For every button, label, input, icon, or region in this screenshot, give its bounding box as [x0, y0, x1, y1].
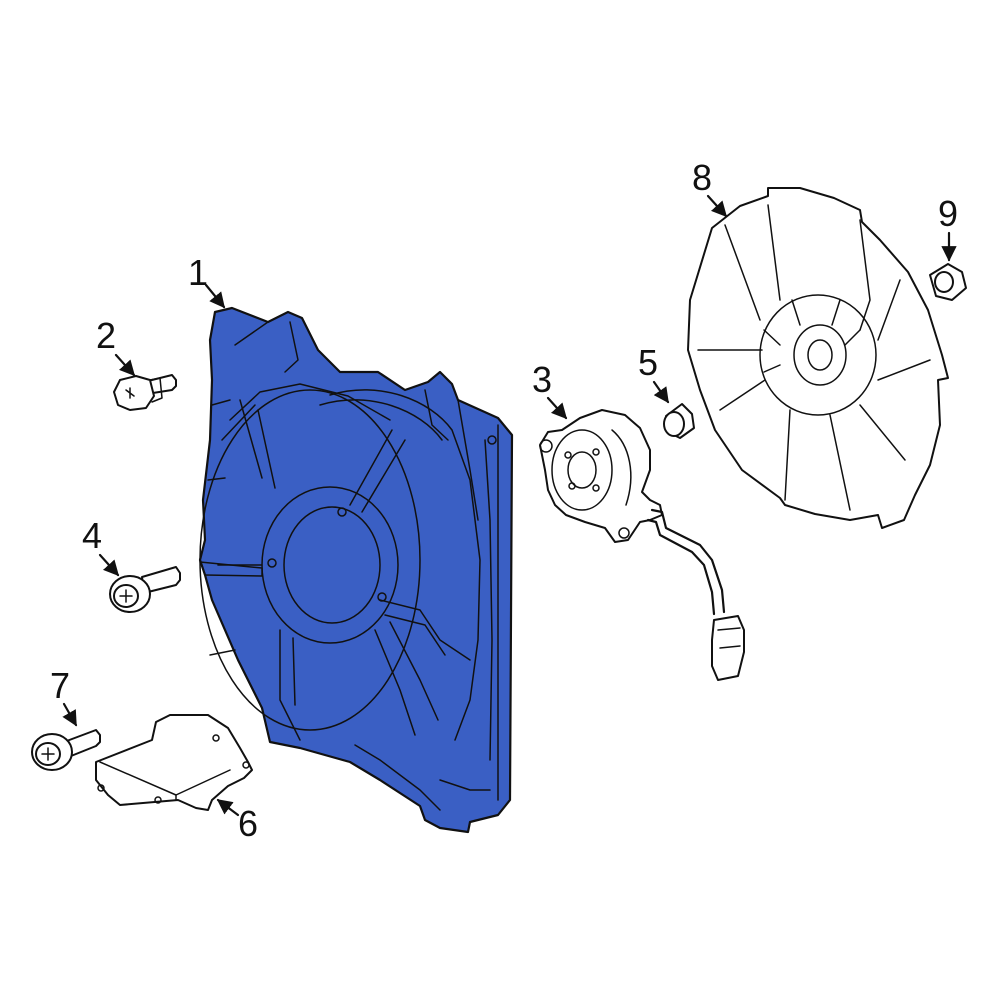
- callout-2: 2: [96, 315, 136, 377]
- part-1-fan-shroud[interactable]: [198, 306, 514, 834]
- callout-1: 1: [188, 252, 226, 309]
- part-3-fan-motor[interactable]: [539, 409, 745, 681]
- svg-text:6: 6: [238, 803, 258, 844]
- part-8-fan-blade[interactable]: [687, 187, 949, 529]
- callout-3: 3: [532, 359, 568, 420]
- callout-9: 9: [938, 193, 958, 262]
- callout-4: 4: [82, 515, 120, 577]
- svg-text:3: 3: [532, 359, 552, 400]
- part-7-screw[interactable]: [31, 729, 101, 771]
- svg-text:4: 4: [82, 515, 102, 556]
- part-2-bolt[interactable]: [113, 374, 177, 411]
- part-6-bracket[interactable]: [95, 714, 253, 811]
- callout-6: 6: [216, 798, 258, 844]
- svg-text:5: 5: [638, 342, 658, 383]
- part-5-bushing[interactable]: [663, 403, 695, 439]
- svg-text:1: 1: [188, 252, 208, 293]
- part-9-nut[interactable]: [929, 263, 967, 301]
- svg-text:8: 8: [692, 157, 712, 198]
- svg-text:2: 2: [96, 315, 116, 356]
- callout-8: 8: [692, 157, 728, 218]
- svg-text:7: 7: [50, 665, 70, 706]
- part-4-screw[interactable]: [109, 566, 181, 613]
- svg-text:9: 9: [938, 193, 958, 234]
- callout-7: 7: [50, 665, 78, 727]
- callout-5: 5: [638, 342, 670, 404]
